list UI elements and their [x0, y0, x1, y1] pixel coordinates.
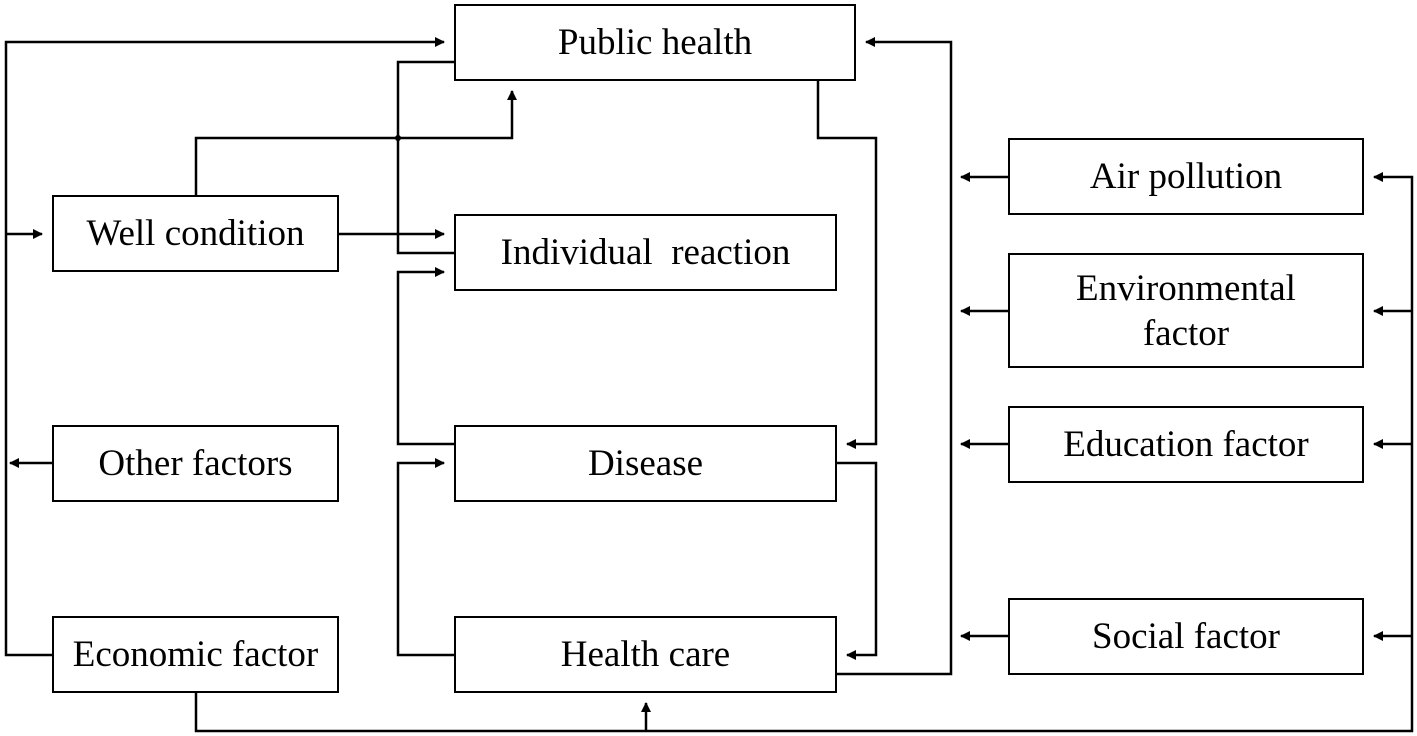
node-label: Air pollution [1089, 156, 1283, 197]
node-label: Individual reaction [500, 232, 791, 273]
junction-dot [395, 135, 401, 141]
node-health-care: Health care [454, 616, 837, 693]
node-disease: Disease [454, 425, 837, 502]
edge-public-health-to-individual [396, 60, 454, 255]
edge-disease-to-healthcare [837, 461, 878, 660]
node-education-factor: Education factor [1008, 406, 1364, 483]
node-label: Well condition [86, 213, 305, 254]
edge-public-health-to-disease [816, 81, 878, 449]
node-label: Disease [587, 443, 704, 484]
edge-disease-to-individual [396, 267, 454, 446]
edge-well-to-public-health [194, 90, 517, 195]
node-label: Other factors [98, 443, 293, 484]
node-individual-reaction: Individual reaction [454, 214, 837, 291]
node-label: Economic factor [72, 634, 319, 675]
node-label-line1: Environmental [1076, 267, 1296, 309]
node-other-factors: Other factors [52, 425, 339, 502]
edge-right-bus-to-public-health [837, 37, 953, 676]
node-well-condition: Well condition [52, 195, 339, 272]
node-economic-factor: Economic factor [52, 616, 339, 693]
edge-economic-bottom-bus [194, 172, 1414, 733]
node-label: Education factor [1063, 424, 1309, 465]
node-air-pollution: Air pollution [1008, 138, 1364, 215]
node-social-factor: Social factor [1008, 598, 1364, 675]
node-label: Public health [557, 22, 753, 63]
edge-economic-to-public-health [4, 37, 445, 657]
edge-healthcare-to-disease [396, 458, 454, 657]
node-environmental-factor: Environmental factor [1008, 253, 1364, 368]
node-public-health: Public health [454, 4, 856, 81]
node-label: Social factor [1092, 616, 1280, 657]
node-label-line2: factor [1142, 312, 1230, 354]
node-label: Health care [560, 634, 731, 675]
